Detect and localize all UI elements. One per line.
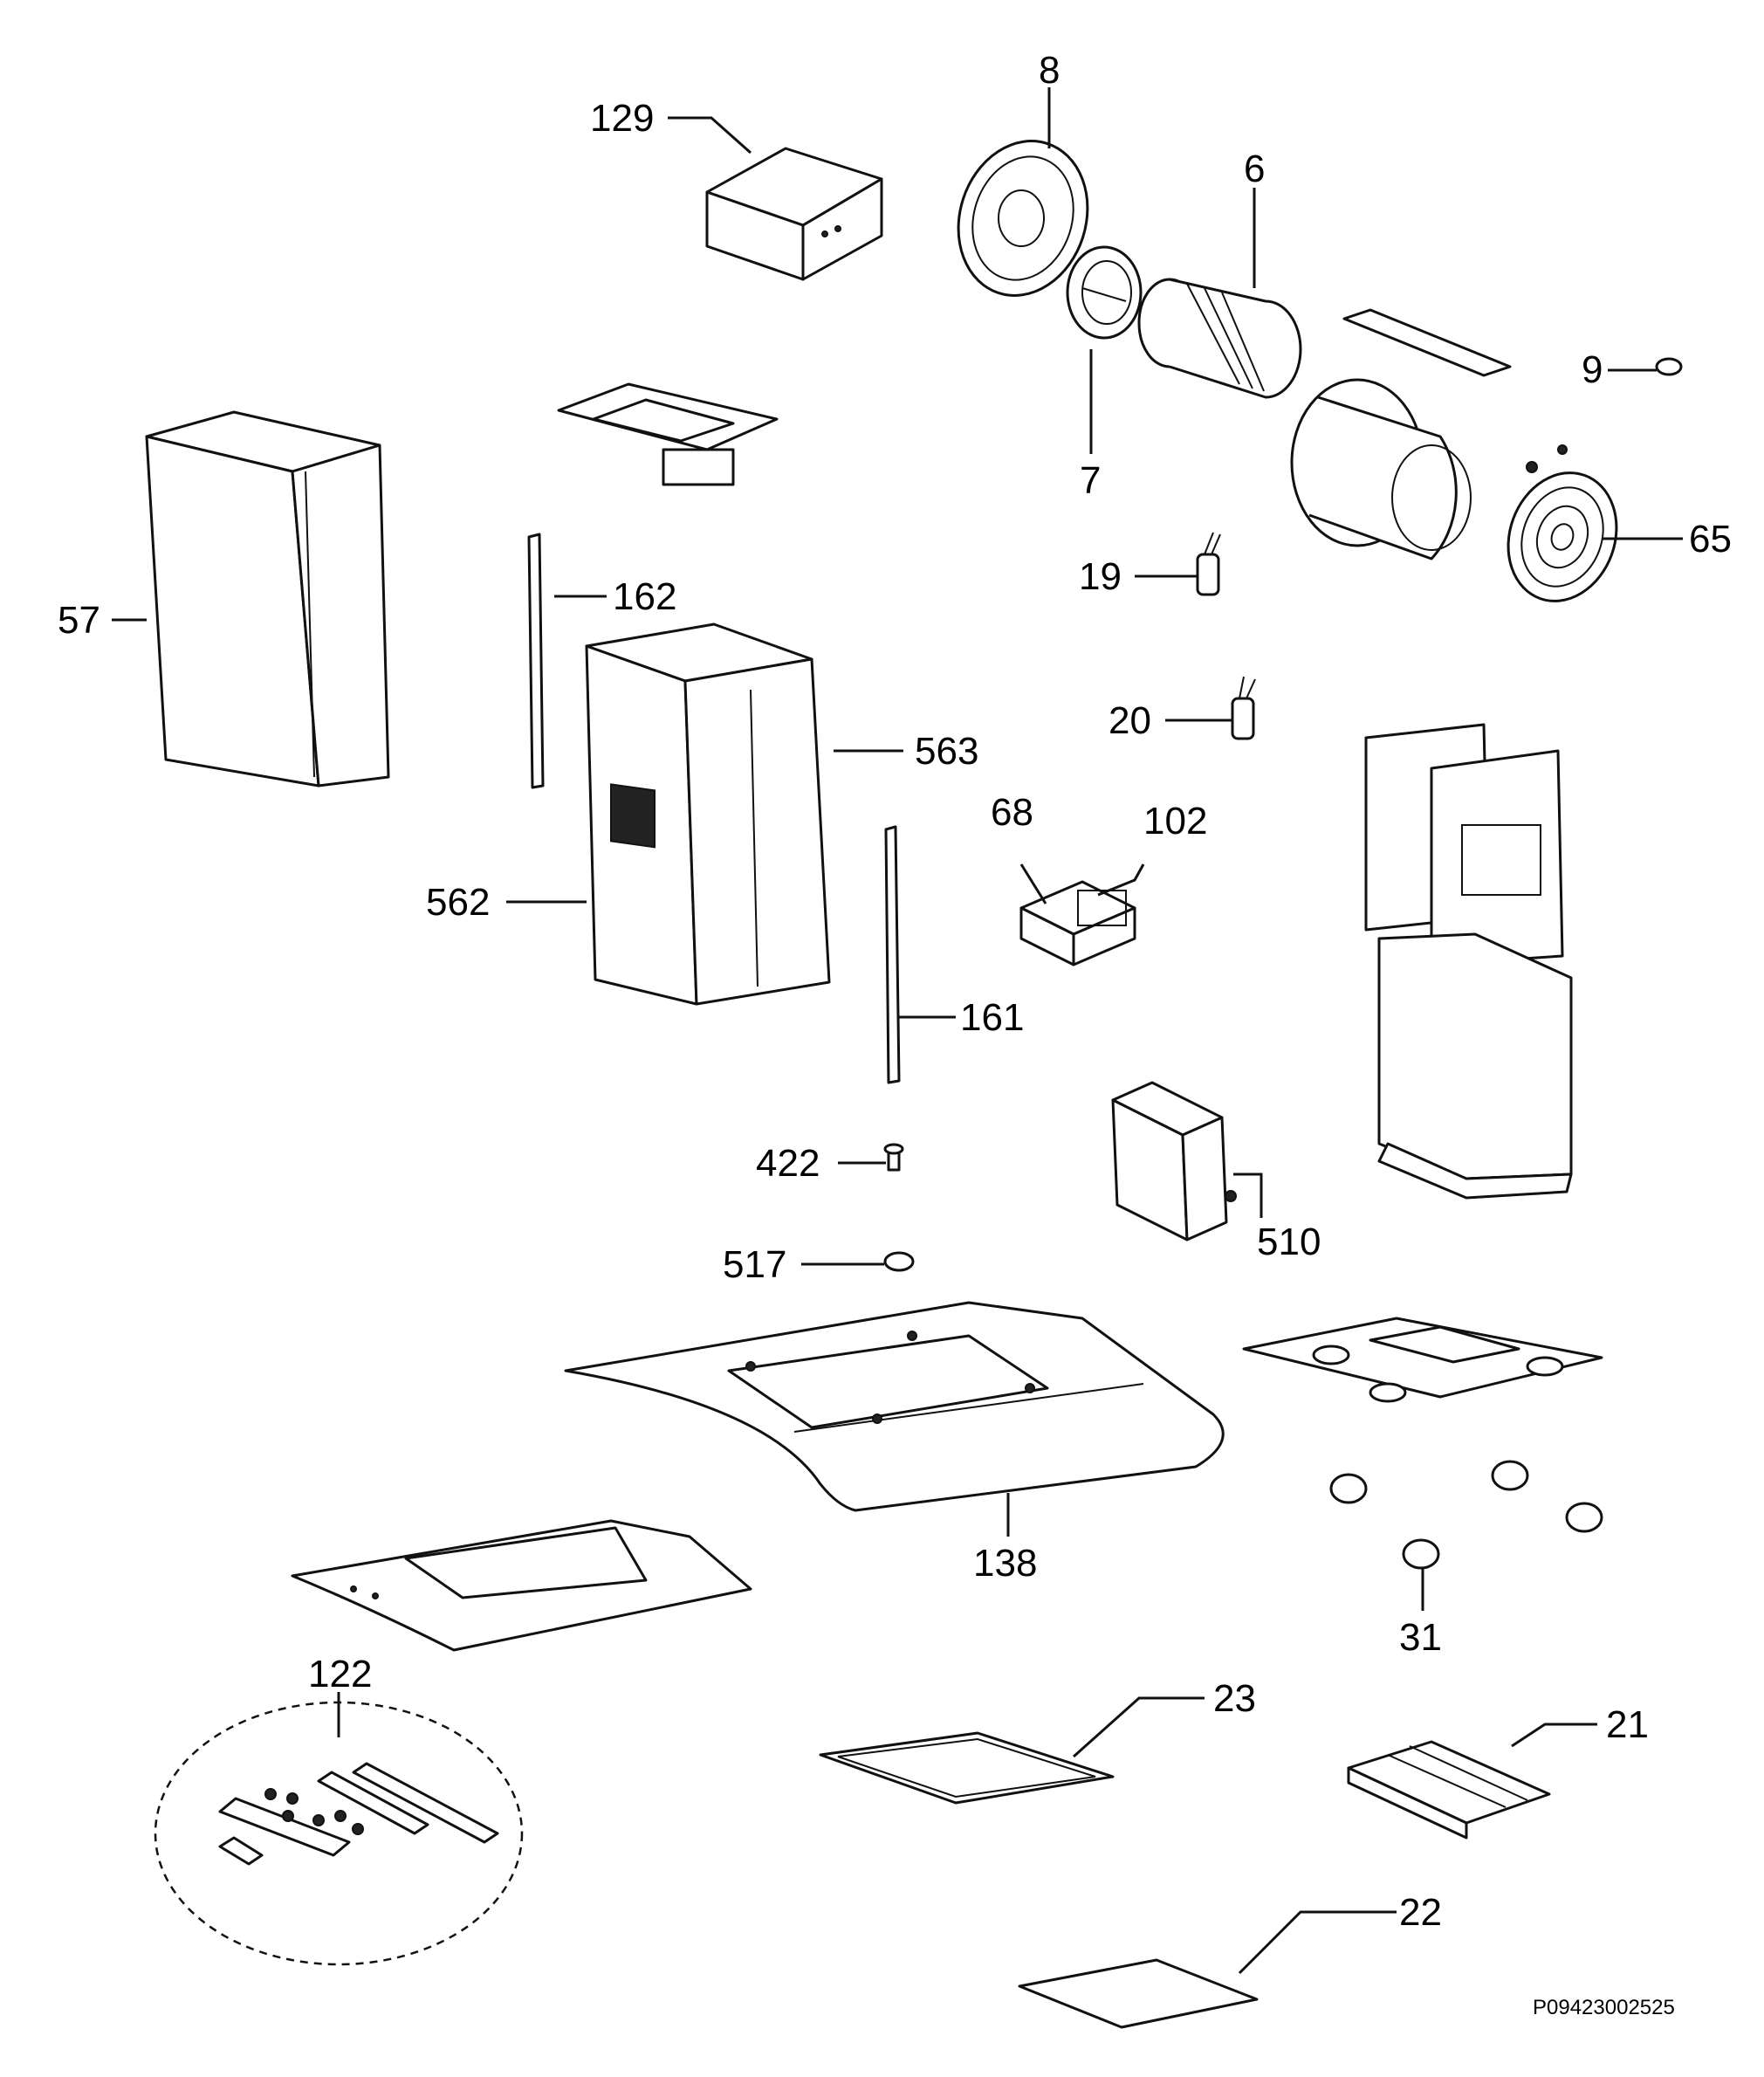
label-563: 563 — [915, 730, 978, 773]
part-adapter-flange — [557, 382, 779, 486]
label-138: 138 — [973, 1542, 1037, 1585]
label-8: 8 — [1039, 49, 1060, 92]
part-19-capacitor — [1196, 532, 1221, 596]
label-129: 129 — [590, 97, 654, 140]
label-68: 68 — [991, 791, 1033, 834]
part-517-nut — [883, 1251, 915, 1272]
part-22-plate — [1018, 1958, 1259, 2029]
leader-lines — [112, 87, 1683, 1975]
label-162: 162 — [613, 575, 676, 618]
label-23: 23 — [1213, 1677, 1256, 1720]
part-68-102-control-unit — [1019, 880, 1136, 966]
label-9: 9 — [1582, 348, 1603, 391]
label-7: 7 — [1080, 459, 1101, 502]
label-122: 122 — [308, 1653, 372, 1695]
label-102: 102 — [1143, 800, 1207, 842]
part-129-connector-box — [705, 147, 883, 281]
part-138-canopy — [564, 1301, 1225, 1512]
part-65-grille — [1507, 471, 1618, 602]
part-21-charcoal-filter-frame — [1347, 1740, 1551, 1840]
part-422-screw — [883, 1143, 904, 1172]
part-blower-housing — [1290, 308, 1512, 561]
label-21: 21 — [1606, 1703, 1649, 1746]
label-6: 6 — [1244, 148, 1265, 190]
part-9-nut — [1655, 357, 1683, 376]
part-162-bracket — [527, 533, 545, 789]
label-22: 22 — [1399, 1891, 1442, 1934]
label-65: 65 — [1689, 518, 1732, 561]
part-number-labels: 129 8 6 9 7 65 57 162 19 20 563 68 102 5… — [58, 49, 1732, 2019]
label-20: 20 — [1109, 699, 1151, 742]
label-510: 510 — [1257, 1221, 1321, 1263]
part-23-grease-filter — [819, 1731, 1115, 1805]
part-122-control-kit — [154, 1701, 524, 1966]
part-161-bracket — [884, 825, 901, 1084]
part-8-motor-plate — [957, 140, 1089, 297]
label-31: 31 — [1399, 1616, 1442, 1659]
part-inner-frame — [1364, 723, 1573, 1200]
part-31-feet — [1329, 1460, 1603, 1570]
part-glass-front — [291, 1519, 752, 1652]
label-161: 161 — [960, 996, 1024, 1039]
label-517: 517 — [723, 1243, 786, 1286]
part-base-plate — [1242, 1317, 1603, 1403]
label-422: 422 — [756, 1142, 820, 1185]
label-57: 57 — [58, 599, 100, 642]
label-19: 19 — [1079, 555, 1122, 598]
part-57-upper-chimney — [145, 410, 390, 787]
part-20-capacitor — [1231, 676, 1256, 740]
part-510-electrical-box — [1111, 1081, 1237, 1241]
label-562: 562 — [426, 881, 490, 924]
diagram-code: P09423002525 — [1533, 1996, 1675, 2019]
part-7-motor — [1066, 245, 1143, 340]
part-6-fan-wheel — [1137, 278, 1302, 399]
part-562-563-lower-chimney — [585, 622, 831, 1006]
